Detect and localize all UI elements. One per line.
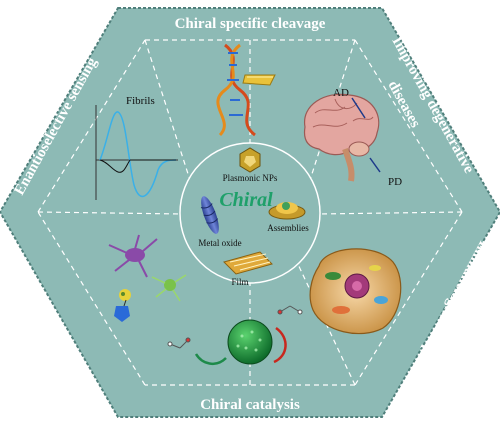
film-label: Film — [231, 277, 248, 287]
center-circle — [179, 142, 321, 284]
center-title: Chiral — [219, 189, 273, 211]
neuron-cells-icon — [108, 234, 187, 322]
pd-arrow — [369, 157, 381, 173]
metal-oxide-nanorod-icon — [200, 196, 219, 234]
ad-label: AD — [333, 87, 349, 99]
dna-helix-icon — [216, 43, 276, 137]
assembly-ring-icon — [268, 202, 306, 220]
section-title-top: Chiral specific cleavage — [175, 16, 326, 32]
metal-oxide-label: Metal oxide — [198, 238, 241, 248]
cd-spectrum-icon — [95, 105, 178, 200]
fibrils-label: Fibrils — [126, 95, 155, 107]
pd-label: PD — [388, 176, 402, 188]
ad-arrow — [351, 97, 366, 119]
plasmonic-nanoparticle-icon — [239, 147, 261, 173]
animal-cell-icon — [309, 248, 402, 335]
section-title-bottom: Chiral catalysis — [200, 397, 300, 413]
assemblies-label: Assemblies — [267, 223, 309, 233]
plasmonic-label: Plasmonic NPs — [223, 173, 278, 183]
chiral-film-icon — [223, 251, 273, 275]
catalyst-sphere-icon — [167, 305, 303, 366]
